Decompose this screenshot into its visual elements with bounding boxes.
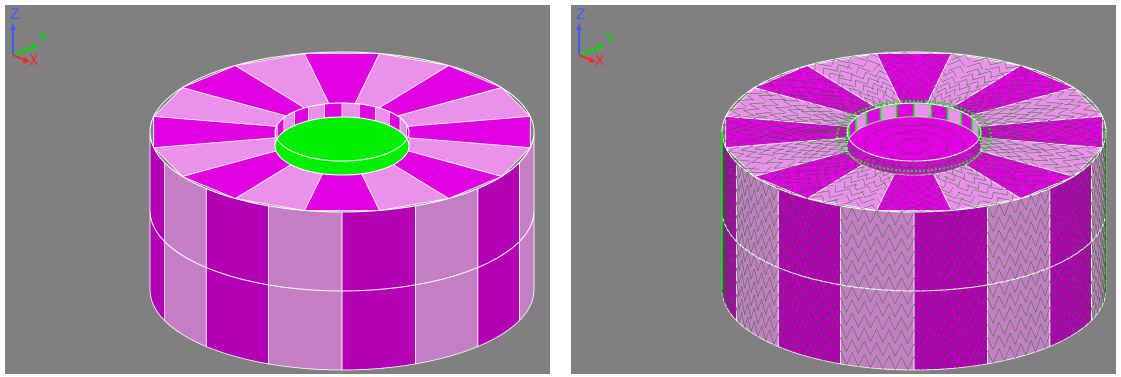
x-axis-arrow — [23, 57, 30, 63]
x-axis-arrow — [589, 57, 596, 63]
hole-bottom-face — [846, 116, 982, 176]
side-face-segment — [477, 161, 520, 348]
side-face-segment — [164, 161, 207, 348]
geometry-viewport[interactable]: Z Y X — [5, 5, 550, 374]
hole-wall-segment — [324, 102, 343, 119]
mesh-viewport[interactable]: Z Y X — [571, 5, 1116, 374]
x-axis-label: X — [595, 53, 605, 65]
z-axis-label: Z — [10, 7, 20, 23]
z-axis-arrow — [10, 23, 16, 30]
meshed-model[interactable] — [571, 5, 1116, 374]
y-axis-line — [12, 46, 36, 56]
z-axis-arrow — [576, 23, 582, 30]
mesh-refinement-ring — [836, 100, 992, 172]
hole-top-edge — [846, 102, 982, 162]
hole-bottom-face — [274, 116, 410, 176]
x-axis-label: X — [29, 53, 39, 65]
y-axis-label: Y — [38, 31, 48, 47]
top-outer-edge — [149, 51, 535, 213]
mesh-overlay — [721, 51, 1107, 371]
side-face-segment — [268, 205, 343, 371]
geometry-model[interactable] — [5, 5, 550, 374]
side-face-segment — [341, 205, 416, 371]
hole-wall-segment — [341, 102, 360, 119]
y-axis-arrow — [31, 44, 38, 50]
hole-wall-segment — [913, 102, 933, 119]
axis-triad: Z Y X — [10, 7, 48, 65]
y-axis-line — [578, 46, 602, 56]
y-axis-arrow — [597, 44, 604, 50]
hole-top-edge — [274, 102, 410, 162]
side-face-segment — [415, 187, 479, 365]
y-axis-label: Y — [604, 31, 614, 47]
axis-triad: Z Y X — [576, 7, 614, 65]
seam-line — [149, 210, 535, 292]
hole-wall-segment — [895, 102, 915, 119]
side-face-segment — [205, 187, 269, 365]
z-axis-label: Z — [576, 7, 586, 23]
